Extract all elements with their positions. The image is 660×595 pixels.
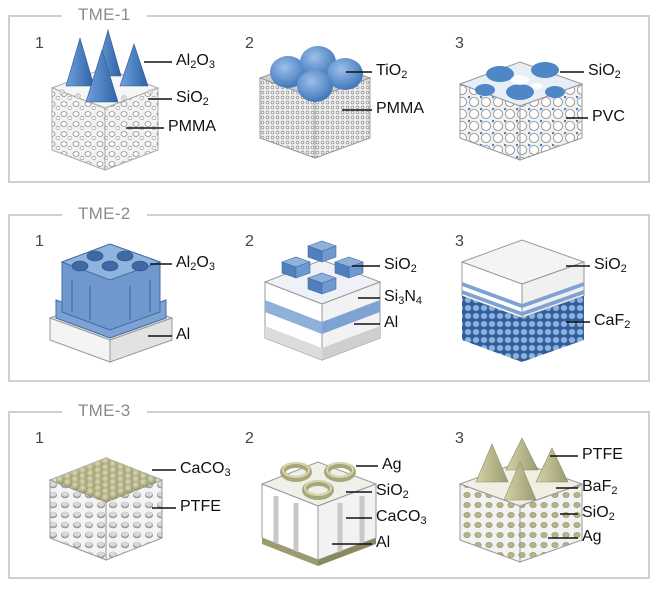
- panel-title: TME-2: [62, 204, 147, 224]
- caco3-sphere: [147, 475, 157, 485]
- caco3-sphere: [55, 475, 65, 485]
- caco3-sphere: [86, 487, 96, 497]
- caco3-sphere: [139, 478, 149, 488]
- tme1-structure1: [50, 28, 160, 171]
- structure-number: 1: [35, 430, 44, 447]
- label-sio2: SiO2: [376, 482, 409, 501]
- label-ptfe: PTFE: [180, 498, 221, 515]
- label-tio2: TiO2: [376, 62, 408, 81]
- label-sio2: SiO2: [176, 89, 209, 108]
- caco3-sphere: [78, 484, 88, 494]
- label-al2o3: Al2O3: [176, 254, 215, 273]
- caco3-sphere: [71, 481, 81, 491]
- tme3-structure3: [458, 437, 584, 563]
- label-caf2: CaF2: [594, 312, 631, 331]
- structure-number: 3: [455, 35, 464, 52]
- structure-number: 1: [35, 233, 44, 250]
- label-ag: Ag: [582, 528, 602, 545]
- panel-tme-3: TME-3: [8, 401, 650, 579]
- label-ag: Ag: [382, 456, 402, 473]
- panel-title: TME-3: [62, 401, 147, 421]
- caco3-sphere: [101, 493, 111, 503]
- label-caco3: CaCO3: [180, 460, 231, 479]
- leader-lines: [126, 61, 590, 545]
- caco3-sphere: [124, 484, 134, 494]
- caco3-sphere: [63, 478, 73, 488]
- label-pmma: PMMA: [168, 118, 216, 135]
- caco3-sphere: [109, 490, 119, 500]
- label-ptfe: PTFE: [582, 446, 623, 463]
- label-sio2: SiO2: [582, 504, 615, 523]
- label-sio2: SiO2: [588, 62, 621, 81]
- label-sio2: SiO2: [594, 256, 627, 275]
- label-al: Al: [384, 314, 399, 331]
- structure-number: 3: [455, 430, 464, 447]
- label-al: Al: [376, 534, 391, 551]
- tme1-structure2: [258, 46, 372, 159]
- label-pmma: PMMA: [376, 100, 424, 117]
- label-si3n4: Si3N4: [384, 288, 423, 307]
- caco3-sphere: [116, 487, 126, 497]
- tme1-structure3: [458, 61, 584, 161]
- structure-number: 3: [455, 233, 464, 250]
- caco3-sphere: [131, 481, 141, 491]
- panel-tme-1: TME-1: [8, 5, 650, 183]
- label-caco3: CaCO3: [376, 508, 427, 527]
- label-al: Al: [176, 326, 191, 343]
- panel-title: TME-1: [62, 5, 147, 25]
- tme2-structure1: [48, 243, 174, 363]
- caco3-sphere: [93, 490, 103, 500]
- label-sio2: SiO2: [384, 256, 417, 275]
- structure-number: 1: [35, 35, 44, 52]
- structure-number: 2: [245, 233, 254, 250]
- structure-number: 2: [245, 35, 254, 52]
- tme2-structure2: [263, 240, 382, 361]
- structure-number: 2: [245, 430, 254, 447]
- label-al2o3: Al2O3: [176, 52, 215, 71]
- label-baf2: BaF2: [582, 478, 618, 497]
- tme2-structure3: [460, 239, 586, 362]
- label-pvc: PVC: [592, 108, 625, 125]
- tme3-structure1: [48, 457, 164, 561]
- panel-tme-2: TME-2: [8, 204, 650, 382]
- tme3-structure2: [260, 461, 378, 566]
